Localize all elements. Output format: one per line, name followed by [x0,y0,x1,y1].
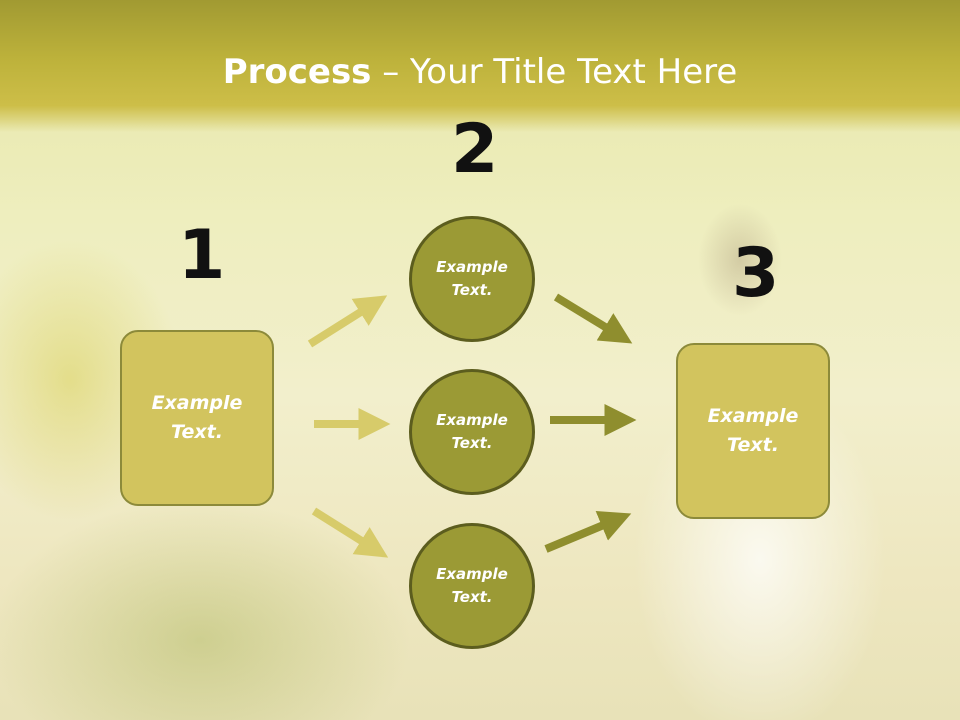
step-3-number: 3 [732,234,780,313]
step-2-number: 2 [451,110,499,189]
slide-title: Process – Your Title Text Here [0,52,960,92]
step-1-box-text: Example Text. [151,392,243,443]
step-3-box: Example Text. [676,343,830,519]
step-2-circle-bottom: Example Text. [409,523,535,649]
circle-top-text: Example Text. [436,258,508,299]
arrow-bottom-to-3 [544,511,632,553]
arrow-1-to-top [307,295,388,348]
step-2-circle-top: Example Text. [409,216,535,342]
step-1-box: Example Text. [120,330,274,506]
step-1-number: 1 [178,216,226,295]
circle-bottom-text: Example Text. [436,565,508,606]
title-bold: Process [222,52,372,92]
title-band [0,0,960,132]
title-rest: – Your Title Text Here [371,52,738,92]
step-2-circle-middle: Example Text. [409,369,535,495]
arrow-1-to-bottom [311,507,389,558]
circle-middle-text: Example Text. [436,411,508,452]
arrow-top-to-3 [553,293,633,344]
step-3-box-text: Example Text. [707,405,799,456]
